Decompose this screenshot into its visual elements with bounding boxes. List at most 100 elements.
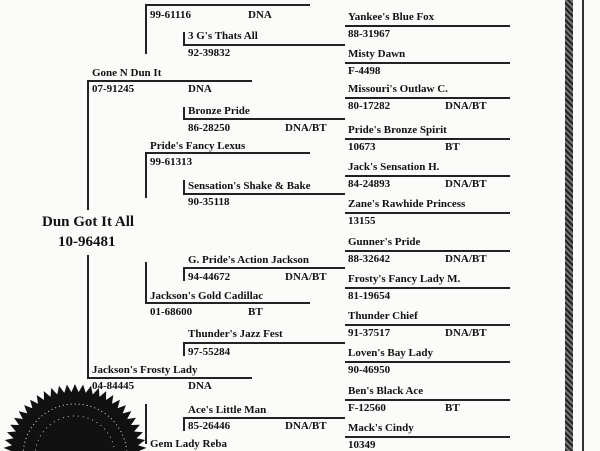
bracket-line [345,287,510,289]
gen4-reg: 88-31967 [348,28,391,40]
gen4-reg: 90-46950 [348,364,391,376]
bracket-line [87,80,89,210]
bracket-line [183,267,185,281]
gen3-name: Thunder's Jazz Fest [188,328,283,340]
bracket-line [145,4,147,54]
gen4-reg: 80-17282 [348,100,391,112]
horse-reg: 10-96481 [58,234,116,250]
bracket-line [345,250,510,252]
gen2-name: Gem Lady Reba [150,438,227,450]
gen4-name: Thunder Chief [348,310,418,322]
gen4-name: Frosty's Fancy Lady M. [348,273,461,285]
bracket-line [183,193,345,195]
gen4-reg: 81-19654 [348,290,391,302]
gen4-name: Loven's Bay Lady [348,347,433,359]
horse-name: Dun Got It All [42,214,135,230]
decorative-border [565,0,573,451]
gen3-reg: 94-44672 [188,271,231,283]
gen4-name: Missouri's Outlaw C. [348,83,448,95]
gen3-reg: 97-55284 [188,346,231,358]
bracket-line [145,302,310,304]
border-line [582,0,584,451]
gen4-test: BT [445,141,460,153]
bracket-line [345,175,510,177]
bracket-line [183,342,185,356]
bracket-line [87,255,89,377]
bracket-line [183,342,345,344]
gen4-reg: F-12560 [348,402,386,414]
gen4-reg: 13155 [348,215,376,227]
gen3-reg: 90-35118 [188,196,230,208]
gen4-reg: 84-24893 [348,178,391,190]
gen3-test: DNA/BT [285,420,327,432]
bracket-line [345,399,510,401]
seal-shape [3,384,147,451]
sire-name: Gone N Dun It [92,67,162,79]
sire-reg: 07-91245 [92,83,135,95]
gen4-test: DNA/BT [445,327,487,339]
gen4-reg: 10673 [348,141,376,153]
bracket-line [145,4,310,6]
bracket-line [183,180,185,193]
gen4-name: Pride's Bronze Spirit [348,124,447,136]
bracket-line [345,436,510,438]
bracket-line [183,267,345,269]
gen3-name: Ace's Little Man [188,404,267,416]
gen4-test: DNA/BT [445,178,487,190]
bracket-line [145,404,147,444]
gen4-name: Ben's Black Ace [348,385,424,397]
gen2-name: Pride's Fancy Lexus [150,140,246,152]
gen4-test: DNA/BT [445,253,487,265]
gen3-name: Bronze Pride [188,105,250,117]
dam-name: Jackson's Frosty Lady [92,364,198,376]
bracket-line [345,25,510,27]
gen4-reg: 10349 [348,439,376,451]
gen4-name: Jack's Sensation H. [348,161,440,173]
seal-icon [3,384,147,451]
bracket-line [183,107,185,118]
gen4-reg: 88-32642 [348,253,391,265]
gen2-test: BT [248,306,263,318]
gen4-name: Mack's Cindy [348,422,414,434]
bracket-line [183,32,185,44]
gen3-test: DNA/BT [285,122,327,134]
gen3-name: 3 G's Thats All [188,30,258,42]
bracket-line [345,62,510,64]
dam-reg: 04-84445 [92,380,135,392]
bracket-line [345,212,510,214]
gen2-test: DNA [248,9,272,21]
bracket-line [183,44,345,46]
gen3-reg: 92-39832 [188,47,231,59]
gen4-name: Yankee's Blue Fox [348,11,435,23]
gen4-test: DNA/BT [445,100,487,112]
bracket-line [87,80,252,82]
gen2-reg: 99-61313 [150,156,193,168]
gen4-test: BT [445,402,460,414]
bracket-line [183,417,345,419]
seal-ring [34,415,116,451]
bracket-line [87,377,252,379]
gen4-reg: 91-37517 [348,327,391,339]
seal-ring [22,403,128,451]
gen3-test: DNA/BT [285,271,327,283]
gen3-reg: 86-28250 [188,122,231,134]
gen4-reg: F-4498 [348,65,381,77]
bracket-line [183,118,345,120]
dam-test: DNA [188,380,212,392]
gen3-name: Sensation's Shake & Bake [188,180,311,192]
bracket-line [145,152,310,154]
gen4-name: Gunner's Pride [348,236,421,248]
bracket-line [345,97,510,99]
gen3-reg: 85-26446 [188,420,231,432]
bracket-line [145,262,147,302]
bracket-line [345,361,510,363]
bracket-line [345,138,510,140]
gen4-name: Misty Dawn [348,48,406,60]
gen2-reg: 01-68600 [150,306,193,318]
gen2-reg: 99-61116 [150,9,191,21]
gen2-name: Jackson's Gold Cadillac [150,290,264,302]
bracket-line [183,417,185,431]
bracket-line [345,324,510,326]
sire-test: DNA [188,83,212,95]
gen3-name: G. Pride's Action Jackson [188,254,310,266]
